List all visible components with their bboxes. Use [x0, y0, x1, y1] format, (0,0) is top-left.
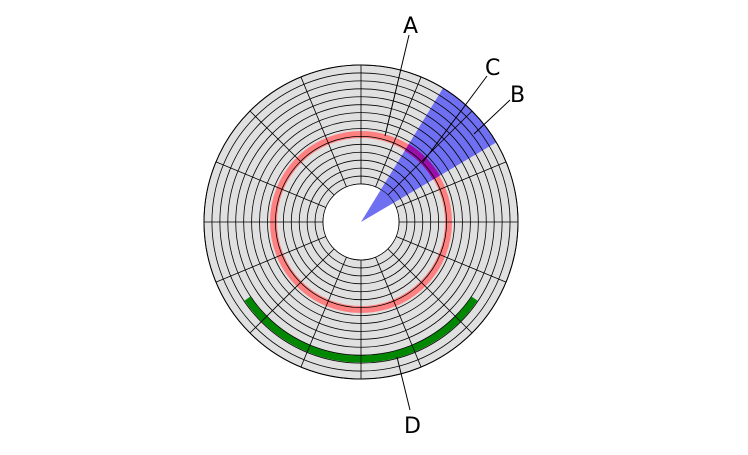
platter-rim	[203, 64, 519, 380]
sector-divider	[249, 110, 335, 196]
sector-divider	[300, 76, 347, 188]
labels: A C B D	[384, 14, 525, 439]
sector-divider	[375, 76, 422, 188]
sector-divider	[395, 236, 507, 283]
label-b-leader	[473, 99, 511, 135]
sector-divider	[300, 256, 347, 368]
label-b: B	[510, 83, 525, 108]
sector-divider	[249, 248, 335, 334]
sector-divider	[215, 161, 327, 208]
label-c-leader	[422, 75, 488, 163]
track-and-sector-lines	[203, 64, 519, 380]
sector-divider	[395, 161, 507, 208]
sector-apex	[361, 189, 394, 222]
label-d-leader	[396, 356, 411, 411]
sector-divider	[215, 236, 327, 283]
label-a-leader	[384, 34, 410, 137]
sector-divider	[375, 256, 422, 368]
label-d: D	[404, 414, 421, 439]
sector-divider	[387, 248, 473, 334]
label-c: C	[485, 56, 500, 81]
label-a: A	[403, 14, 418, 39]
